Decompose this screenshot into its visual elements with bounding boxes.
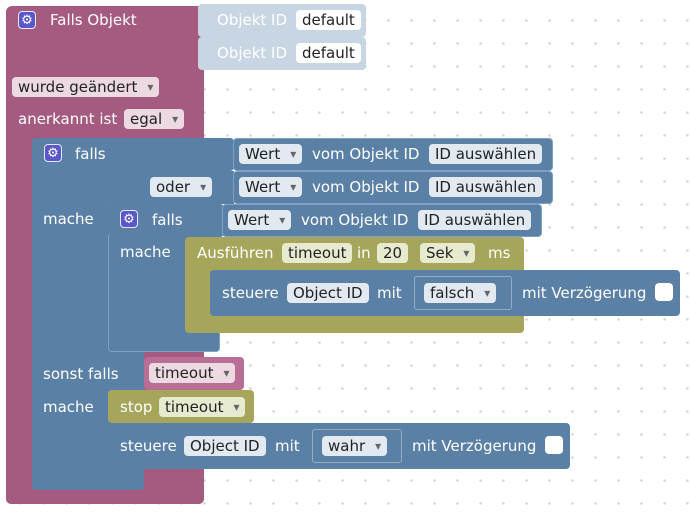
timeout-value-field[interactable]: 20 <box>377 243 409 263</box>
wert-dropdown-1[interactable]: Wert <box>239 144 303 164</box>
delay-label-2: mit Verzögerung <box>412 437 537 455</box>
inner-if-gear-icon[interactable]: ⚙ <box>120 210 138 228</box>
ausfuehren-label: Ausführen <box>197 244 274 262</box>
control1-value-slot <box>414 276 512 310</box>
object-id-label-2: Objekt ID <box>217 44 288 62</box>
if-falls-label: falls <box>75 145 106 163</box>
control2-value-slot <box>312 429 402 463</box>
inner-mache-label: mache <box>120 243 171 261</box>
inner-wert-dropdown[interactable]: Wert <box>228 210 292 230</box>
trigger-bottom-cap <box>6 490 204 504</box>
object-id-label-1: Objekt ID <box>217 11 288 29</box>
unit-dropdown[interactable]: Sek <box>420 243 476 263</box>
oder-dropdown[interactable]: oder <box>150 177 213 197</box>
timeout-name-field[interactable]: timeout <box>282 243 353 263</box>
wert-dropdown-2[interactable]: Wert <box>239 177 303 197</box>
if-condition-row-1 <box>32 138 234 171</box>
delay-checkbox-1[interactable] <box>655 283 673 301</box>
else-mache-label: mache <box>43 398 94 416</box>
delay-label-1: mit Verzögerung <box>522 284 647 302</box>
stop-label: stop <box>120 398 153 416</box>
mit-label-1: mit <box>377 284 402 302</box>
if-mache-label: mache <box>43 210 94 228</box>
sonst-falls-label: sonst falls <box>43 365 119 383</box>
inner-vom-objekt-label: vom Objekt ID <box>301 211 409 229</box>
vom-objekt-label-1: vom Objekt ID <box>312 145 420 163</box>
control1-value-dropdown[interactable]: falsch <box>424 283 497 303</box>
steuere-label-1: steuere <box>222 284 279 302</box>
delay-checkbox-2[interactable] <box>545 436 563 454</box>
trigger-title: Falls Objekt <box>50 11 137 29</box>
id-select-2[interactable]: ID auswählen <box>429 177 543 197</box>
ms-label: ms <box>488 244 511 262</box>
control1-object-id[interactable]: Object ID <box>287 283 369 303</box>
stop-target-dropdown[interactable]: timeout <box>159 397 246 417</box>
object-id-value-2[interactable]: default <box>296 43 361 63</box>
ack-label: anerkannt ist <box>18 110 118 128</box>
id-select-1[interactable]: ID auswählen <box>429 144 543 164</box>
object-id-value-1[interactable]: default <box>296 10 361 30</box>
control2-value-dropdown[interactable]: wahr <box>322 436 388 456</box>
mit-label-2: mit <box>275 437 300 455</box>
inner-if-falls-label: falls <box>152 211 183 229</box>
else-if-timeout-dropdown[interactable]: timeout <box>149 363 236 383</box>
trigger-gear-icon[interactable]: ⚙ <box>18 11 36 29</box>
steuere-label-2: steuere <box>120 437 177 455</box>
in-label: in <box>357 244 371 262</box>
control2-object-id[interactable]: Object ID <box>184 436 266 456</box>
if-gear-icon[interactable]: ⚙ <box>44 144 62 162</box>
vom-objekt-label-2: vom Objekt ID <box>312 178 420 196</box>
inner-id-select[interactable]: ID auswählen <box>418 210 532 230</box>
changed-dropdown[interactable]: wurde geändert <box>12 77 160 97</box>
ack-dropdown[interactable]: egal <box>124 109 185 129</box>
